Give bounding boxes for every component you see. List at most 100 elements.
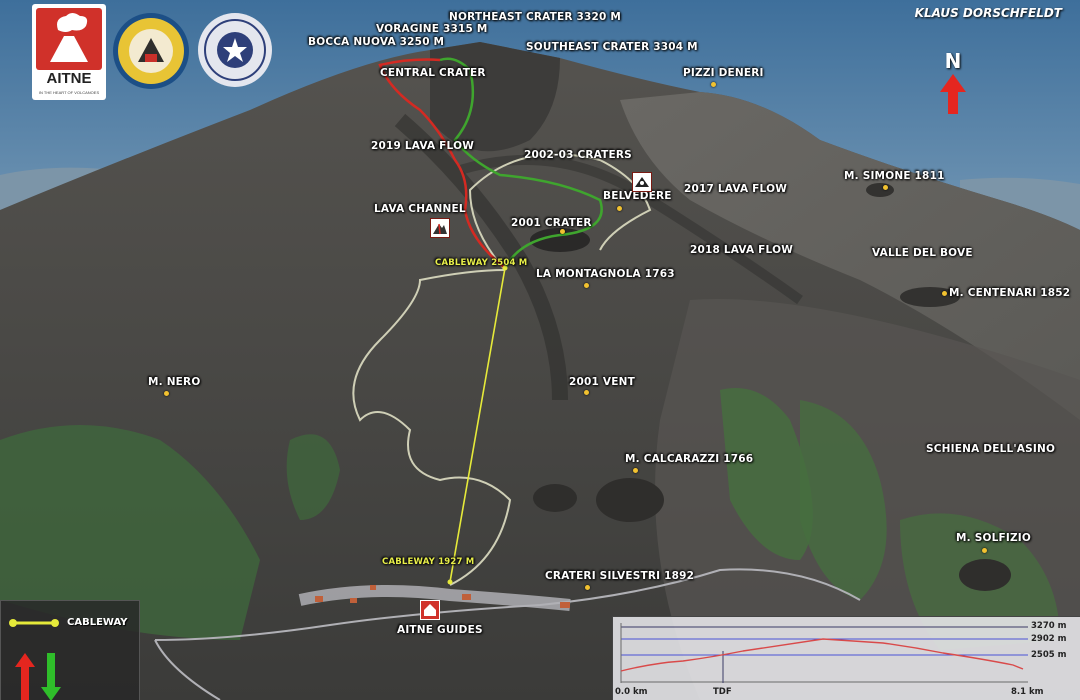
marker-crateri-silvestri — [585, 585, 590, 590]
profile-x-mid: TDF — [713, 687, 732, 697]
aitne-logo: AITNE IN THE HEART OF VOLCANOES — [32, 4, 106, 100]
label-craters-2002-03: 2002-03 CRATERS — [524, 149, 632, 161]
elevation-profile: 0.0 km TDF 8.1 km 3270 m 2902 m 2505 m — [612, 616, 1080, 700]
access-road — [154, 568, 861, 641]
lava-icon — [433, 223, 447, 235]
label-voragine: VORAGINE 3315 M — [376, 23, 488, 35]
legend-graphics — [9, 619, 61, 700]
marker-la-montagnola — [584, 283, 589, 288]
label-lava-flow-2018: 2018 LAVA FLOW — [690, 244, 793, 256]
label-cableway-lower: CABLEWAY 1927 M — [382, 557, 475, 567]
road-base-area — [298, 585, 571, 611]
building — [315, 596, 323, 602]
route-ascent — [378, 58, 506, 269]
label-la-montagnola: LA MONTAGNOLA 1763 — [536, 268, 675, 280]
building — [462, 594, 471, 600]
label-m-nero: M. NERO — [148, 376, 201, 388]
north-indicator: N — [938, 50, 968, 120]
elevation-profile-chart — [620, 623, 1028, 683]
label-crateri-silvestri: CRATERI SILVESTRI 1892 — [545, 570, 695, 582]
author-credit: KLAUS DORSCHFELDT — [914, 6, 1062, 20]
aitne-guides-marker — [420, 600, 440, 620]
forest-west — [0, 425, 260, 640]
aitne-logo-name: AITNE — [46, 70, 92, 87]
crater-2001-pit — [530, 228, 590, 252]
label-lava-flow-2019: 2019 LAVA FLOW — [371, 140, 474, 152]
label-cableway-upper: CABLEWAY 2504 M — [435, 258, 528, 268]
legend-descent-arrow-icon — [41, 653, 61, 700]
label-belvedere: BELVEDERE — [603, 190, 672, 202]
label-m-simone: M. SIMONE 1811 — [844, 170, 945, 182]
label-pizzi-deneri: PIZZI DENERI — [683, 67, 764, 79]
lava-channel-sign — [430, 218, 450, 238]
profile-elevation-line — [620, 638, 1024, 672]
legend-cableway-label: CABLEWAY — [67, 617, 128, 628]
label-schiena-dell-asino: SCHIENA DELL'ASINO — [926, 443, 1056, 455]
forest-patch-3 — [800, 400, 887, 600]
sicilia-seal-icon — [113, 13, 189, 89]
forest-patch-1 — [286, 434, 340, 520]
lava-flow-channel — [394, 113, 568, 401]
trail-lower — [352, 269, 512, 586]
label-crater-2001: 2001 CRATER — [511, 217, 592, 229]
profile-y-2902: 2902 m — [1031, 634, 1067, 644]
marker-m-calcarazzi — [633, 468, 638, 473]
m-simone-cone — [866, 183, 894, 197]
label-m-calcarazzi: M. CALCARAZZI 1766 — [625, 453, 754, 465]
vent-cone — [533, 484, 577, 512]
label-m-centenari: M. CENTENARI 1852 — [949, 287, 1071, 299]
marker-m-nero — [164, 391, 169, 396]
agai-seal — [197, 12, 273, 88]
agai-seal-icon — [198, 13, 272, 87]
building — [350, 598, 357, 603]
label-central-crater: CENTRAL CRATER — [380, 67, 486, 79]
profile-x-end: 8.1 km — [1011, 687, 1044, 697]
marker-m-simone — [883, 185, 888, 190]
guides-hut-icon — [424, 604, 436, 616]
access-road-south — [154, 639, 221, 700]
forest-patch-2 — [720, 388, 813, 560]
aitne-logo-tagline: IN THE HEART OF VOLCANOES — [38, 90, 100, 95]
profile-y-2505: 2505 m — [1031, 650, 1067, 660]
profile-y-3270: 3270 m — [1031, 621, 1067, 631]
marker-pizzi-deneri — [711, 82, 716, 87]
marker-m-solfizio — [982, 548, 987, 553]
label-lava-channel: LAVA CHANNEL — [374, 203, 466, 215]
building — [560, 602, 570, 608]
route-descent — [439, 57, 603, 269]
label-lava-flow-2017: 2017 LAVA FLOW — [684, 183, 787, 195]
legend-cableway-end — [51, 619, 59, 627]
label-valle-del-bove: VALLE DEL BOVE — [872, 247, 973, 259]
cableway-bottom-station — [447, 579, 453, 585]
label-aitne-guides: AITNE GUIDES — [397, 624, 483, 636]
viewpoint-icon — [635, 177, 649, 187]
legend-ascent-arrow-icon — [15, 653, 35, 700]
marker-vent-2001 — [584, 390, 589, 395]
cableway-line — [449, 267, 506, 583]
building — [370, 585, 376, 590]
guides-seal-sicilia — [112, 12, 190, 90]
marker-m-centenari — [942, 291, 947, 296]
label-vent-2001: 2001 VENT — [569, 376, 635, 388]
label-northeast-crater: NORTHEAST CRATER 3320 M — [449, 11, 622, 23]
summit-area — [430, 42, 560, 152]
cableway-top-station — [502, 265, 508, 271]
marker-belvedere — [617, 206, 622, 211]
m-solfizio-cone — [959, 559, 1011, 591]
legend-cableway-end — [9, 619, 17, 627]
north-arrow-icon — [940, 74, 966, 114]
marker-crater-2001 — [560, 229, 565, 234]
belvedere-sign — [632, 172, 652, 192]
volcano-logo-icon — [50, 13, 88, 62]
m-calcarazzi-cone — [596, 478, 664, 522]
trail-upper — [468, 153, 652, 271]
label-bocca-nuova: BOCCA NUOVA 3250 M — [308, 36, 445, 48]
profile-x-start: 0.0 km — [615, 687, 648, 697]
map-legend: CABLEWAY — [0, 600, 140, 700]
label-southeast-crater: SOUTHEAST CRATER 3304 M — [526, 41, 698, 53]
north-label: N — [944, 49, 962, 73]
label-m-solfizio: M. SOLFIZIO — [956, 532, 1031, 544]
valle-del-bove-slope — [620, 92, 1080, 420]
